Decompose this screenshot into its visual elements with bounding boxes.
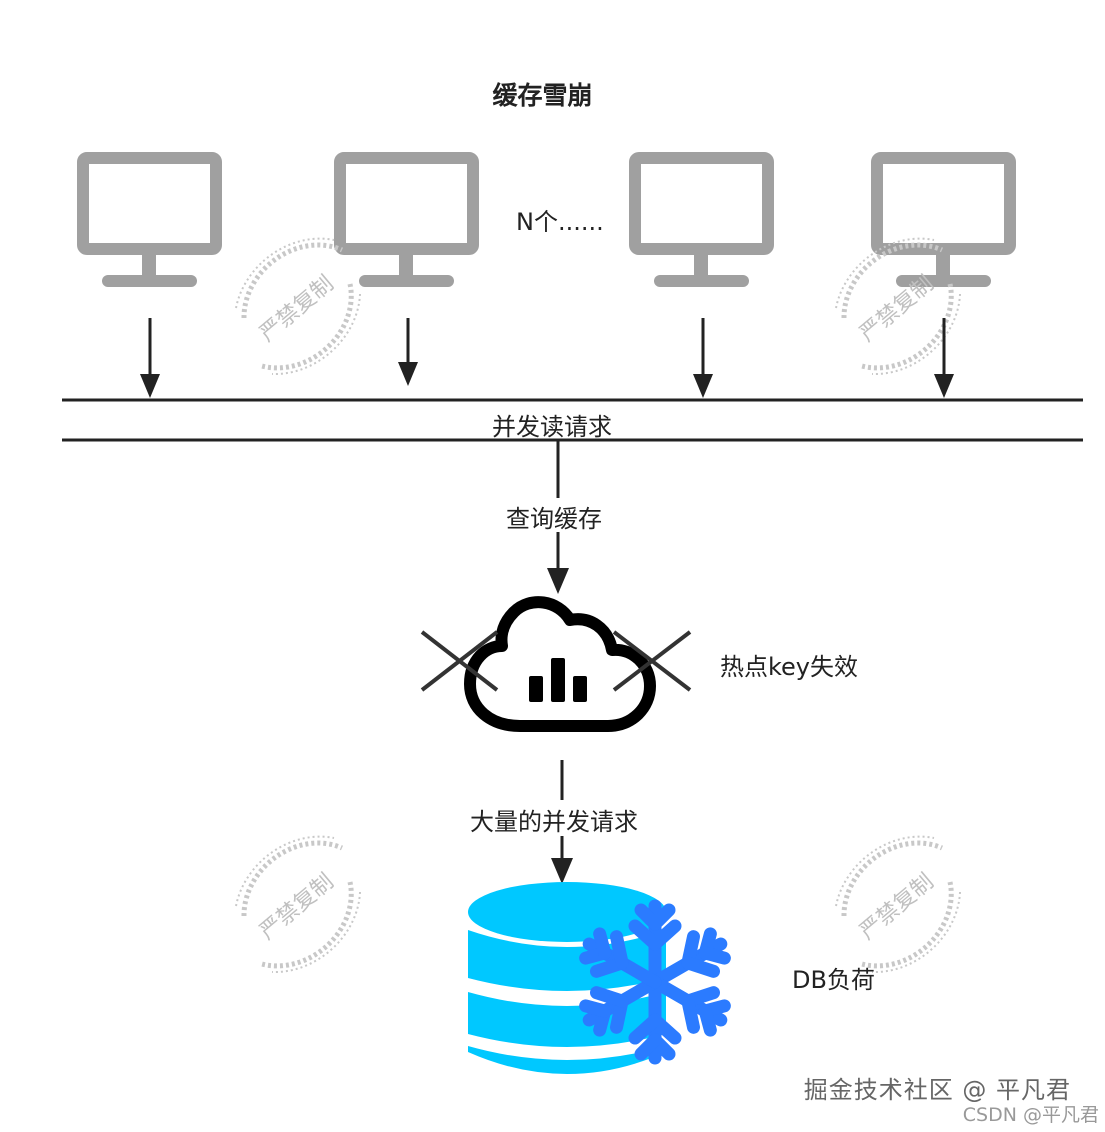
- watermark-stamp: 严禁复制: [236, 837, 360, 972]
- cross-icon: [420, 630, 499, 692]
- juejin-watermark: 掘金技术社区 @ 平凡君: [803, 1076, 1071, 1104]
- request-arrows: [140, 318, 954, 398]
- svg-text:严禁复制: 严禁复制: [855, 869, 938, 945]
- hotkey-expired-label: 热点key失效: [720, 653, 859, 681]
- svg-text:严禁复制: 严禁复制: [255, 271, 338, 347]
- mass-request-arrow: [551, 760, 573, 884]
- query-arrow: [547, 440, 569, 594]
- monitor-icon: [877, 158, 1010, 287]
- watermark-stamp: 严禁复制: [836, 837, 960, 972]
- monitor-icon: [635, 158, 768, 287]
- db-load-label: DB负荷: [792, 966, 875, 994]
- monitor-icon: [83, 158, 216, 287]
- monitor-icon: [340, 158, 473, 287]
- n-clients-label: N个......: [516, 208, 604, 236]
- watermark-stamp: 严禁复制: [236, 239, 360, 374]
- mass-requests-label: 大量的并发请求: [470, 808, 638, 836]
- svg-text:严禁复制: 严禁复制: [255, 869, 338, 945]
- query-cache-label: 查询缓存: [506, 505, 602, 533]
- diagram-title: 缓存雪崩: [492, 81, 593, 110]
- concurrent-requests-label: 并发读请求: [492, 413, 612, 441]
- csdn-watermark: CSDN @平凡君: [962, 1104, 1099, 1126]
- cloud-chart-icon: [464, 596, 656, 732]
- cross-icon: [612, 630, 692, 692]
- snowflake-icon: [579, 899, 731, 1058]
